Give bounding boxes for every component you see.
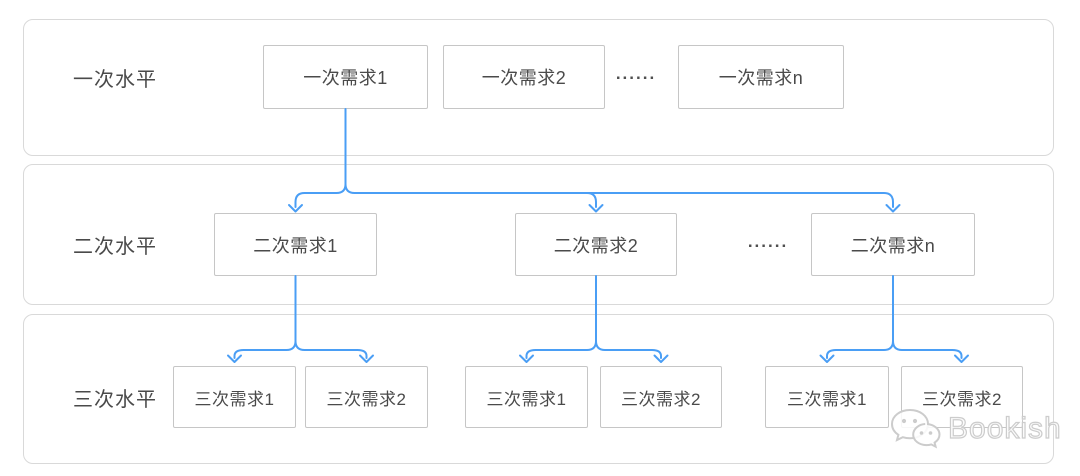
node-primary-need-n: 一次需求n [678, 45, 844, 109]
watermark: Bookish [886, 406, 1062, 452]
node-tertiary-need-1a: 三次需求1 [173, 366, 296, 428]
row-label-primary: 一次水平 [73, 68, 157, 91]
node-tertiary-need-2a: 三次需求2 [305, 366, 428, 428]
node-secondary-need-2: 二次需求2 [515, 213, 677, 276]
node-tertiary-need-2b: 三次需求2 [600, 366, 722, 428]
ellipsis-primary: ...... [615, 64, 657, 83]
node-secondary-need-n: 二次需求n [811, 213, 975, 276]
ellipsis-secondary: ...... [747, 232, 789, 251]
node-primary-need-1: 一次需求1 [263, 45, 428, 109]
node-tertiary-need-1b: 三次需求1 [465, 366, 588, 428]
row-label-tertiary: 三次水平 [73, 388, 157, 411]
wechat-icon [890, 408, 941, 449]
node-secondary-need-1: 二次需求1 [214, 213, 377, 276]
watermark-text: Bookish [947, 411, 1062, 445]
node-tertiary-need-1c: 三次需求1 [765, 366, 889, 428]
node-primary-need-2: 一次需求2 [443, 45, 605, 109]
row-label-secondary: 二次水平 [73, 236, 157, 258]
